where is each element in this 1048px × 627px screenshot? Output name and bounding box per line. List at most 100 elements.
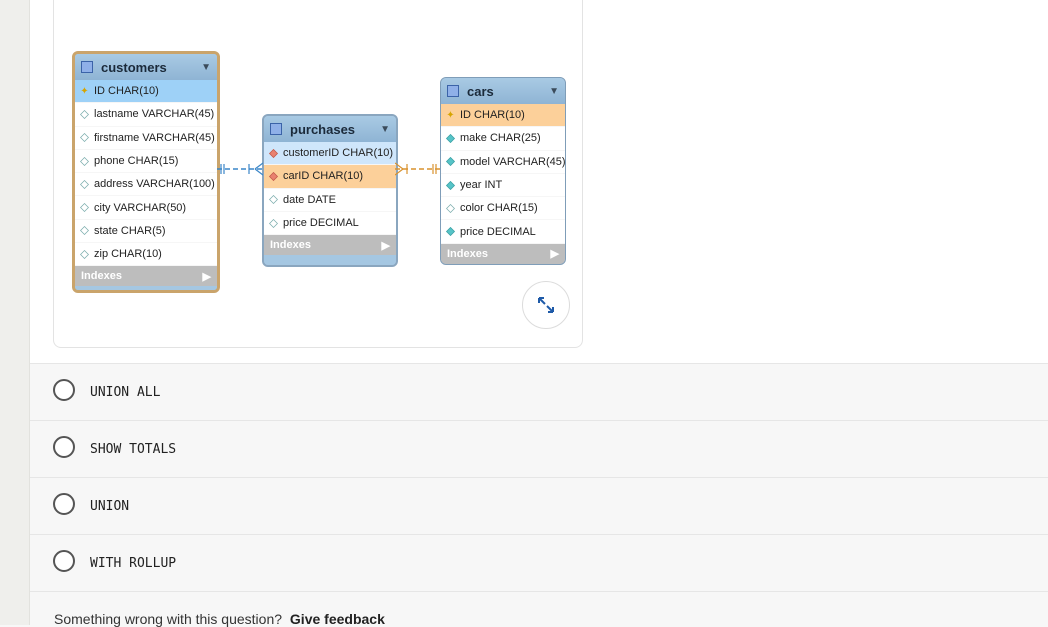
foreign-key-icon: [269, 171, 278, 181]
er-table-header: cars ▼: [441, 78, 565, 104]
er-field-label: date DATE: [283, 193, 336, 206]
radio-button[interactable]: [53, 436, 75, 458]
er-table-fields: ✦ ID CHAR(10) lastname VARCHAR(45) firstn…: [75, 80, 217, 267]
question-body: customers ▼ ✦ ID CHAR(10) lastname VARCHA…: [30, 0, 1048, 364]
column-diamond-icon: [446, 157, 455, 167]
column-diamond-icon: [446, 227, 455, 237]
give-feedback-link[interactable]: Give feedback: [289, 611, 385, 627]
er-table-footer: [75, 286, 217, 290]
expand-right-arrow-icon: ▶: [202, 270, 211, 283]
er-field: customerID CHAR(10): [264, 142, 396, 166]
er-field-label: year INT: [460, 179, 503, 192]
er-field-label: firstname VARCHAR(45): [94, 131, 215, 144]
question-content: customers ▼ ✦ ID CHAR(10) lastname VARCHA…: [30, 0, 1048, 627]
er-field-label: make CHAR(25): [460, 132, 541, 145]
primary-key-icon: ✦: [446, 109, 455, 121]
expand-right-arrow-icon: ▶: [550, 248, 559, 261]
er-field-label: customerID CHAR(10): [283, 147, 394, 160]
er-table-header: customers ▼: [75, 54, 217, 80]
er-field-label: price DECIMAL: [460, 225, 536, 238]
er-field: zip CHAR(10): [75, 243, 217, 267]
er-table-title: customers: [101, 59, 167, 75]
relationship-line-purchases-cars: [395, 162, 441, 176]
table-icon: [447, 85, 459, 97]
radio-button[interactable]: [53, 550, 75, 572]
er-field: make CHAR(25): [441, 127, 565, 151]
table-icon: [81, 61, 93, 73]
expand-arrows-icon: [538, 297, 554, 313]
er-field: ✦ ID CHAR(10): [75, 80, 217, 104]
er-indexes-row: Indexes ▶: [441, 243, 565, 264]
column-diamond-icon: [446, 180, 455, 190]
er-diagram-card: customers ▼ ✦ ID CHAR(10) lastname VARCHA…: [53, 0, 583, 348]
option-label: UNION: [90, 499, 130, 514]
er-field-label: color CHAR(15): [460, 202, 538, 215]
er-table-fields: customerID CHAR(10) carID CHAR(10) date …: [264, 142, 396, 236]
er-indexes-row: Indexes ▶: [75, 266, 217, 287]
primary-key-icon: ✦: [80, 85, 89, 97]
er-table-fields: ✦ ID CHAR(10) make CHAR(25) model VARCHAR…: [441, 104, 565, 244]
er-field-label: city VARCHAR(50): [94, 201, 187, 214]
relationship-line-customers-purchases: [217, 162, 263, 176]
er-table-customers: customers ▼ ✦ ID CHAR(10) lastname VARCHA…: [72, 51, 220, 293]
er-field-label: carID CHAR(10): [283, 170, 364, 183]
column-diamond-icon: [446, 203, 455, 213]
expand-right-arrow-icon: ▶: [381, 239, 390, 252]
left-sidebar-strip: [0, 0, 30, 625]
expand-diagram-button[interactable]: [522, 281, 570, 329]
er-table-cars: cars ▼ ✦ ID CHAR(10) make CHAR(25) model …: [440, 77, 566, 265]
er-indexes-label: Indexes: [81, 270, 122, 283]
column-diamond-icon: [269, 218, 278, 228]
er-indexes-label: Indexes: [270, 239, 311, 252]
column-diamond-icon: [269, 195, 278, 205]
column-diamond-icon: [80, 133, 89, 143]
foreign-key-icon: [269, 148, 278, 158]
er-indexes-row: Indexes ▶: [264, 235, 396, 256]
column-diamond-icon: [80, 249, 89, 259]
answer-option[interactable]: UNION ALL: [30, 364, 1048, 421]
er-field: phone CHAR(15): [75, 150, 217, 174]
er-field-label: state CHAR(5): [94, 224, 166, 237]
er-field: model VARCHAR(45): [441, 151, 565, 174]
radio-button[interactable]: [53, 379, 75, 401]
er-table-header: purchases ▼: [264, 116, 396, 142]
er-field-label: ID CHAR(10): [94, 85, 159, 98]
table-icon: [270, 123, 282, 135]
er-field: firstname VARCHAR(45): [75, 127, 217, 150]
er-field: carID CHAR(10): [264, 165, 396, 189]
column-diamond-icon: [80, 179, 89, 189]
er-field: ✦ ID CHAR(10): [441, 104, 565, 128]
er-field-label: phone CHAR(15): [94, 155, 179, 168]
er-field: address VARCHAR(100): [75, 173, 217, 197]
radio-button[interactable]: [53, 493, 75, 515]
er-field: price DECIMAL: [264, 212, 396, 236]
answer-option[interactable]: SHOW TOTALS: [30, 421, 1048, 478]
er-table-title: purchases: [290, 121, 356, 137]
er-field: year INT: [441, 174, 565, 198]
er-table-title: cars: [467, 83, 494, 99]
column-diamond-icon: [80, 156, 89, 166]
feedback-prompt: Something wrong with this question?: [54, 611, 283, 627]
er-field: state CHAR(5): [75, 220, 217, 244]
column-diamond-icon: [80, 226, 89, 236]
er-table-footer: [441, 263, 565, 264]
er-field-label: lastname VARCHAR(45): [94, 108, 215, 121]
er-indexes-label: Indexes: [447, 247, 488, 260]
er-field: price DECIMAL: [441, 220, 565, 244]
option-label: UNION ALL: [90, 385, 161, 400]
er-field-label: ID CHAR(10): [460, 109, 525, 122]
column-diamond-icon: [80, 109, 89, 119]
er-field-label: price DECIMAL: [283, 217, 359, 230]
option-label: SHOW TOTALS: [90, 442, 177, 457]
er-field-label: model VARCHAR(45): [460, 155, 566, 168]
answer-option[interactable]: WITH ROLLUP: [30, 535, 1048, 592]
option-label: WITH ROLLUP: [90, 556, 177, 571]
er-field: date DATE: [264, 189, 396, 212]
column-diamond-icon: [446, 133, 455, 143]
er-field-label: address VARCHAR(100): [94, 178, 215, 191]
er-field-label: zip CHAR(10): [94, 248, 162, 261]
collapse-arrow-icon: ▼: [201, 61, 211, 73]
er-field: lastname VARCHAR(45): [75, 103, 217, 127]
answer-option[interactable]: UNION: [30, 478, 1048, 535]
collapse-arrow-icon: ▼: [380, 123, 390, 135]
